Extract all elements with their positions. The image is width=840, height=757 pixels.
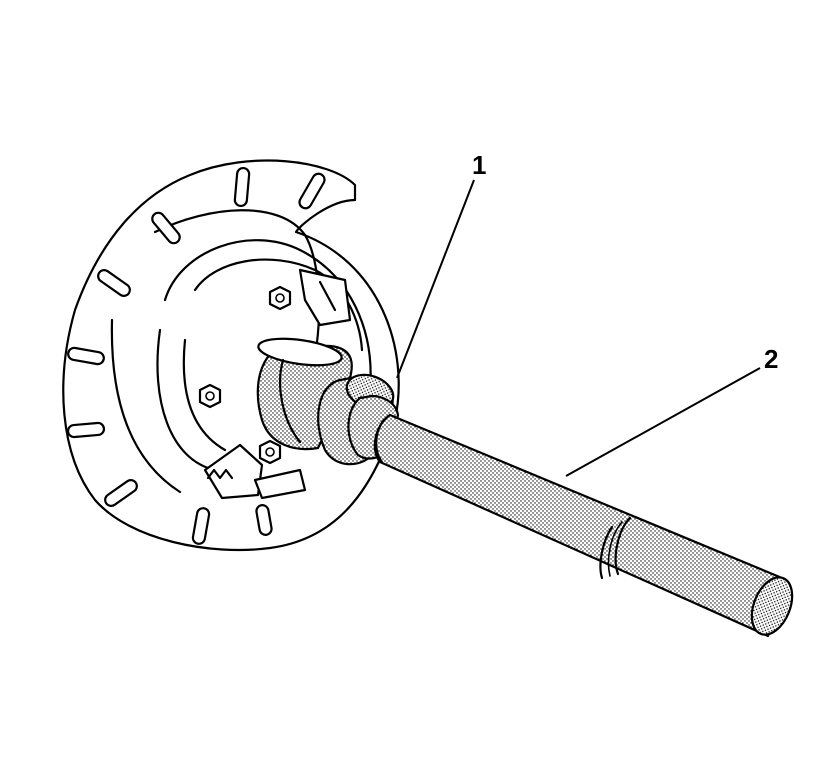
disc-slot <box>97 269 131 297</box>
disc-slots <box>66 166 326 545</box>
axle-shaft <box>373 413 794 638</box>
disc-slot <box>66 421 106 439</box>
shaft-end-face <box>750 576 794 636</box>
hub-ring-inner-lower <box>182 338 227 452</box>
adjuster-teeth <box>206 468 234 480</box>
shaft-band-line-2 <box>599 525 614 580</box>
hub-ring-inner <box>193 258 364 352</box>
backing-plate-rim-lower <box>110 318 182 494</box>
disc-slot <box>233 166 251 208</box>
disc-slot <box>298 172 326 210</box>
adjuster-lever <box>253 468 307 500</box>
backing-plate <box>62 159 400 552</box>
shaft-band-line-3 <box>607 521 623 577</box>
leader-line-2 <box>565 367 761 477</box>
shaft-band-line-1 <box>614 516 632 576</box>
leader-line-1 <box>396 179 475 379</box>
hub-ring-outer-lower <box>156 328 217 472</box>
callout-label-2: 2 <box>764 344 778 374</box>
disc-slot <box>191 507 211 545</box>
callout-1: 1 <box>396 150 486 379</box>
callout-2: 2 <box>565 344 778 477</box>
disc-slot <box>104 479 138 507</box>
bolt-top <box>268 285 292 311</box>
disc-slot <box>151 211 181 245</box>
tool-step-line <box>279 358 302 444</box>
brake-shoe <box>298 268 352 327</box>
disc-slot <box>255 504 273 536</box>
disc-slot <box>67 346 105 366</box>
brake-shoe-detail <box>318 280 337 312</box>
bolt-bottom <box>258 439 282 465</box>
callout-label-1: 1 <box>472 150 486 180</box>
shaft-body <box>373 413 784 638</box>
bolt-left <box>198 383 222 409</box>
hub-ring-outer <box>163 239 372 392</box>
shaft-groove <box>375 418 386 464</box>
tool-face-rear <box>257 337 343 367</box>
